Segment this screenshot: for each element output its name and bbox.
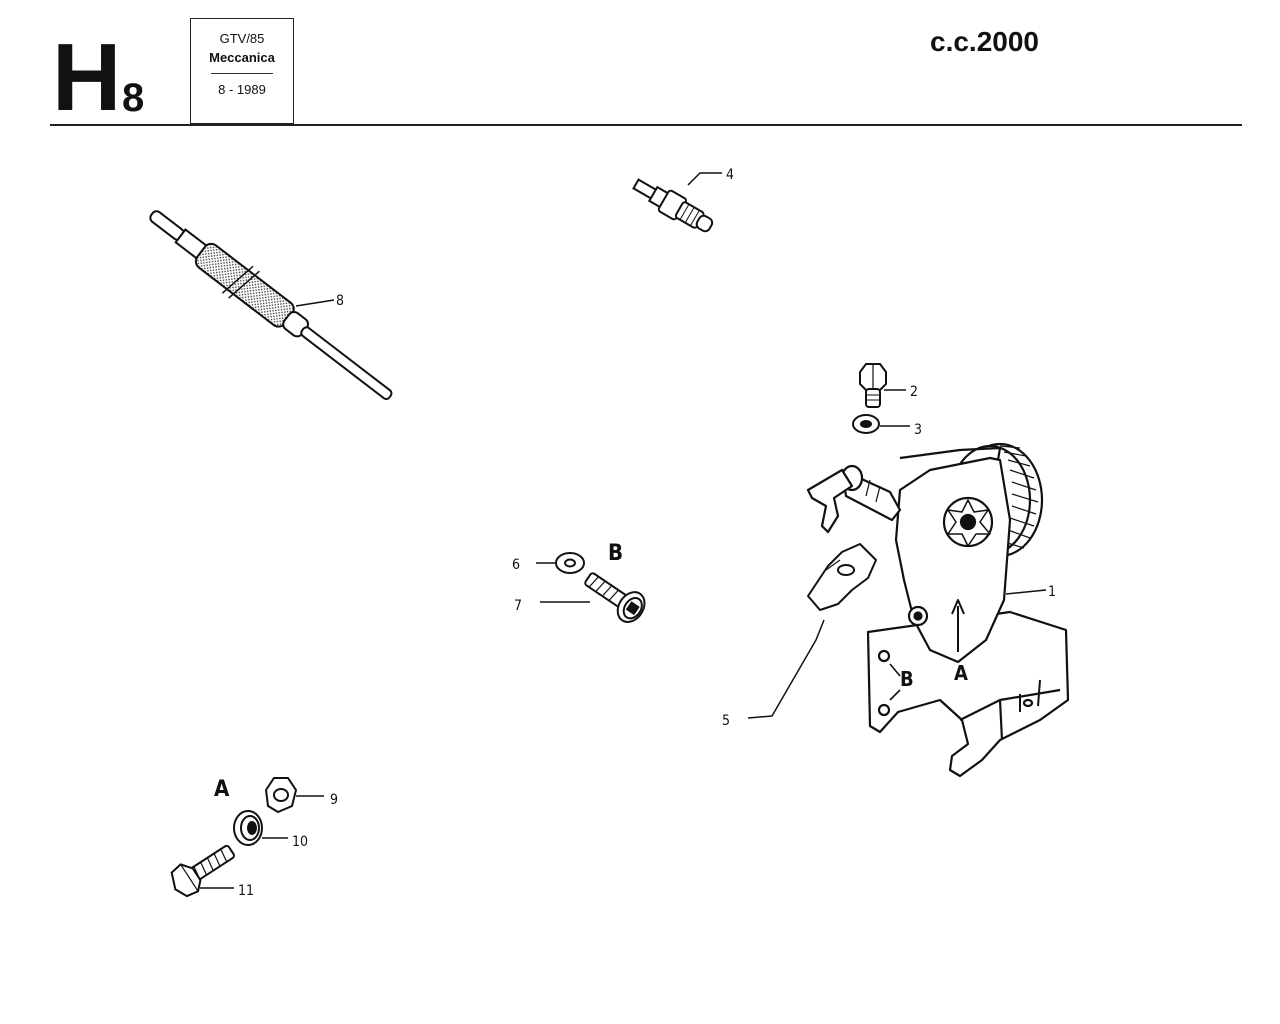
clamp-plate-part-5 xyxy=(747,543,877,719)
model-label: GTV/85 xyxy=(219,31,265,46)
group-label: Meccanica xyxy=(209,50,275,65)
callout-b-group: B xyxy=(608,541,623,566)
part-label-10: 10 xyxy=(292,834,308,850)
sensor-part-4 xyxy=(632,172,722,233)
washer-part-3 xyxy=(852,414,910,434)
header-rule xyxy=(50,124,1242,126)
part-label-7: 7 xyxy=(514,598,522,614)
tensioner-assembly-part-1 xyxy=(806,442,1070,778)
bolt-part-11 xyxy=(170,844,235,898)
part-label-2: 2 xyxy=(910,384,918,400)
callout-a-main: A xyxy=(954,661,968,685)
washer-part-6 xyxy=(536,552,585,574)
part-label-4: 4 xyxy=(726,167,734,183)
tool-shaft-part-8 xyxy=(149,210,393,400)
callout-a-group: A xyxy=(214,777,230,802)
section-letter: H xyxy=(52,24,121,131)
part-label-3: 3 xyxy=(914,422,922,438)
info-divider xyxy=(211,73,273,74)
date-label: 8 - 1989 xyxy=(218,82,266,97)
callout-b-main: B xyxy=(900,667,914,691)
part-label-9: 9 xyxy=(330,792,338,808)
part-label-5: 5 xyxy=(722,713,730,729)
part-label-8: 8 xyxy=(336,293,344,309)
part-label-6: 6 xyxy=(512,557,520,573)
part-label-11: 11 xyxy=(238,883,254,899)
nut-part-9 xyxy=(264,777,324,814)
engine-label: c.c.2000 xyxy=(930,26,1039,57)
washer-part-10 xyxy=(233,810,288,846)
part-label-1: 1 xyxy=(1048,584,1056,600)
screw-part-7 xyxy=(540,572,646,623)
section-number: 8 xyxy=(122,76,145,120)
info-box: GTV/85 Meccanica 8 - 1989 xyxy=(190,18,294,124)
bolt-part-2 xyxy=(859,363,906,408)
